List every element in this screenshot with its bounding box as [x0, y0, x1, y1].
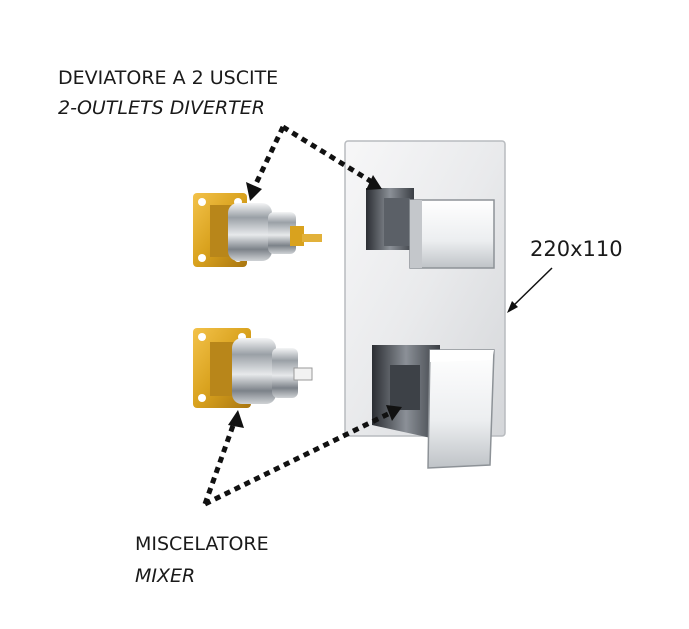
dimension-pointer [510, 267, 553, 309]
mixer-cartridge [193, 328, 313, 408]
dimensions-label: 220x110 [530, 237, 623, 261]
arrowhead [386, 405, 402, 421]
mixer-arrows [202, 409, 394, 507]
diverter-arrows [249, 124, 374, 194]
mixer-label-italian: MISCELATORE [135, 533, 269, 555]
mixer-label-english: MIXER [135, 565, 196, 587]
diverter-label-italian: DEVIATORE A 2 USCITE [58, 67, 279, 89]
diverter-label-english: 2-OUTLETS DIVERTER [58, 97, 265, 119]
arrowhead [228, 410, 244, 428]
arrowhead [246, 182, 262, 201]
diverter-cartridge [193, 193, 322, 267]
arrowhead [366, 175, 382, 190]
arrowhead [507, 301, 518, 313]
diverter-knob [366, 188, 495, 269]
